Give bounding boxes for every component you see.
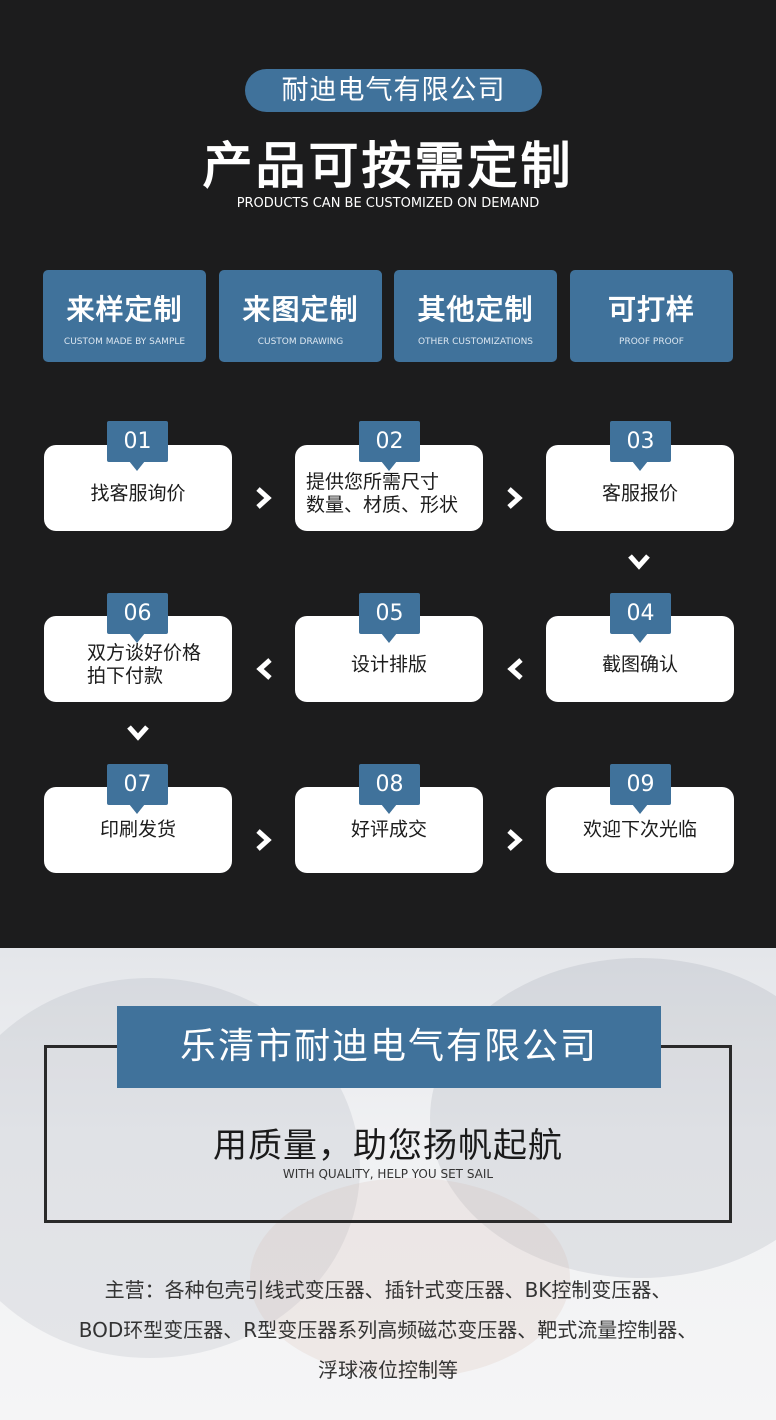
step-text: 双方谈好价格拍下付款 [44, 642, 232, 688]
business-line: 浮球液位控制等 [318, 1358, 458, 1382]
step-number-badge: 06 [107, 593, 168, 643]
step-number-badge: 09 [610, 764, 671, 814]
step-text: 客服报价 [546, 483, 734, 506]
step-line: 双方谈好价格 [87, 642, 202, 665]
business-line: 主营：各种包壳引线式变压器、插针式变压器、BK控制变压器、 [104, 1278, 672, 1302]
step-line: 截图确认 [601, 653, 678, 676]
step-line: 好评成交 [350, 818, 427, 841]
category-card-proof: 可打样 PROOF PROOF [570, 270, 733, 362]
step-number-badge: 08 [359, 764, 420, 814]
category-card-drawing: 来图定制 CUSTOM DRAWING [219, 270, 382, 362]
main-business-text: 主营：各种包壳引线式变压器、插针式变压器、BK控制变压器、 BOD环型变压器、R… [20, 1270, 756, 1390]
step-text: 欢迎下次光临 [546, 819, 734, 842]
customization-section: 耐迪电气有限公司 产品可按需定制 PRODUCTS CAN BE CUSTOMI… [43, 69, 734, 873]
chevron-right-icon [252, 486, 276, 510]
step-number-badge: 03 [610, 421, 671, 471]
step-line: 提供您所需尺寸 [306, 471, 440, 494]
category-subtitle: CUSTOM MADE BY SAMPLE [63, 337, 186, 347]
category-subtitle: OTHER CUSTOMIZATIONS [417, 337, 534, 347]
page-subtitle: PRODUCTS CAN BE CUSTOMIZED ON DEMAND [236, 196, 540, 211]
step-number-badge: 07 [107, 764, 168, 814]
process-step-04: 截图确认 [546, 616, 734, 702]
step-number-badge: 04 [610, 593, 671, 643]
chevron-left-icon [252, 657, 276, 681]
step-text: 印刷发货 [44, 819, 232, 842]
category-card-other: 其他定制 OTHER CUSTOMIZATIONS [394, 270, 557, 362]
background-photo-shape [250, 1178, 570, 1378]
step-line: 客服报价 [601, 482, 678, 505]
step-number-badge: 05 [359, 593, 420, 643]
category-subtitle: PROOF PROOF [619, 337, 684, 347]
category-subtitle: CUSTOM DRAWING [257, 337, 344, 347]
step-line: 数量、材质、形状 [306, 494, 459, 517]
slogan-text: 用质量，助您扬帆起航 [213, 1126, 563, 1166]
step-text: 提供您所需尺寸数量、材质、形状 [295, 471, 483, 517]
page-title: 产品可按需定制 [202, 137, 574, 195]
company-name-badge: 耐迪电气有限公司 [245, 69, 542, 112]
step-text: 找客服询价 [44, 483, 232, 506]
step-number-badge: 01 [107, 421, 168, 471]
step-line: 拍下付款 [87, 665, 164, 688]
chevron-right-icon [503, 486, 527, 510]
chevron-down-icon [627, 550, 651, 574]
chevron-left-icon [503, 657, 527, 681]
step-line: 印刷发货 [99, 818, 176, 841]
step-text: 截图确认 [546, 654, 734, 677]
category-card-sample: 来样定制 CUSTOM MADE BY SAMPLE [43, 270, 206, 362]
chevron-down-icon [126, 721, 150, 745]
process-step-09: 欢迎下次光临 [546, 787, 734, 873]
category-title: 其他定制 [417, 293, 534, 326]
step-number-badge: 02 [359, 421, 420, 471]
chevron-right-icon [252, 828, 276, 852]
category-title: 来样定制 [66, 293, 183, 326]
category-title: 可打样 [607, 293, 695, 326]
step-text: 好评成交 [295, 819, 483, 842]
step-line: 设计排版 [350, 653, 427, 676]
slogan-english: WITH QUALITY, HELP YOU SET SAIL [282, 1167, 494, 1181]
company-footer-section: 乐清市耐迪电气有限公司 用质量，助您扬帆起航 WITH QUALITY, HEL… [0, 948, 776, 1420]
category-title: 来图定制 [242, 293, 359, 326]
step-text: 设计排版 [295, 654, 483, 677]
company-name-banner: 乐清市耐迪电气有限公司 [117, 1006, 661, 1088]
business-line: BOD环型变压器、R型变压器系列高频磁芯变压器、靶式流量控制器、 [78, 1318, 698, 1342]
chevron-right-icon [503, 828, 527, 852]
step-line: 欢迎下次光临 [582, 818, 697, 841]
step-line: 找客服询价 [90, 482, 186, 505]
